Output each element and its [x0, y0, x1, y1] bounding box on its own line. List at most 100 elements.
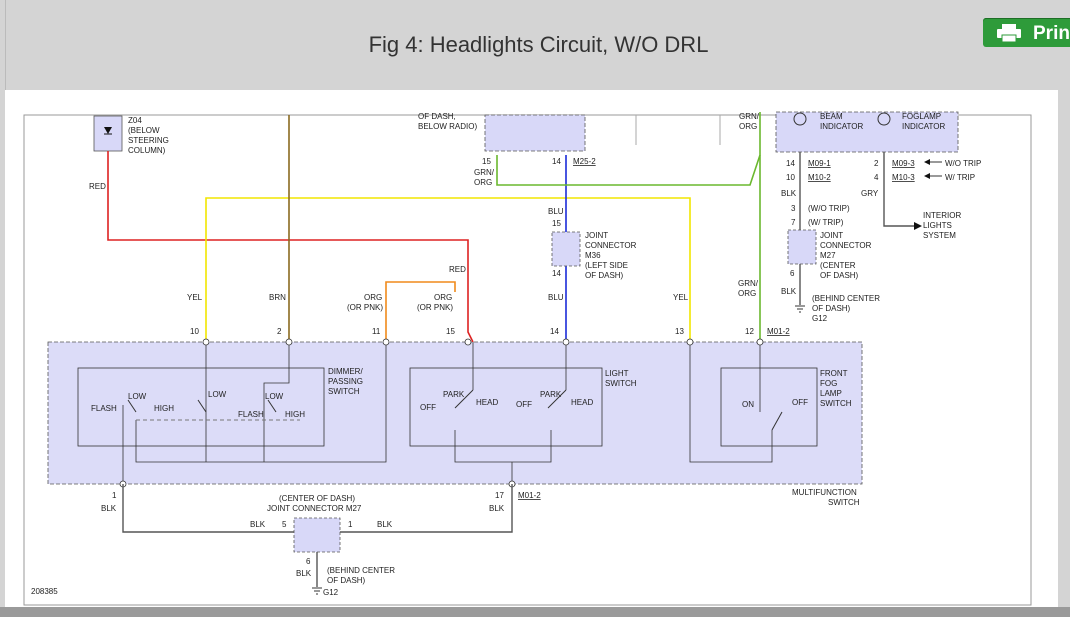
lbl-m09-1: M09-1 [808, 159, 831, 168]
lbl-g12a-loc-1: (BEHIND CENTER [812, 294, 880, 303]
lbl-blk-d: BLK [489, 504, 505, 513]
lbl-jc-m27a-3: M27 [820, 251, 836, 260]
lbl-interior-3: SYSTEM [923, 231, 956, 240]
fog-indicator-2: INDICATOR [902, 122, 945, 131]
lbl-p10-m10: 10 [786, 173, 795, 182]
light-switch-box [409, 367, 603, 447]
lbl-org-b-2: (OR PNK) [417, 303, 453, 312]
lbl-p6-a: 6 [790, 269, 795, 278]
lbl-grn-top-2: ORG [739, 122, 757, 131]
dash-radio-label: BELOW RADIO) [418, 122, 477, 131]
z04-loc-2: STEERING [128, 136, 169, 145]
lbl-fog-sw-1: FRONT [820, 369, 848, 378]
lbl-p10: 10 [190, 327, 199, 336]
lbl-p13: 13 [675, 327, 684, 336]
lbl-pin14a: 14 [552, 157, 561, 166]
lbl-dimmer-1: DIMMER/ [328, 367, 363, 376]
lbl-brn: BRN [269, 293, 286, 302]
lbl-grn-top-1: GRN/ [739, 112, 760, 121]
lbl-m09-3: M09-3 [892, 159, 915, 168]
lbl-park1: PARK [443, 390, 465, 399]
radio-component [484, 114, 586, 152]
green-wire-top [496, 112, 761, 186]
lbl-jc-m27b: JOINT CONNECTOR M27 [267, 504, 362, 513]
lbl-org-a-1: ORG [364, 293, 382, 302]
lbl-jc-m27a-5: OF DASH) [820, 271, 859, 280]
dash-top-label: OF DASH, [418, 112, 456, 121]
lbl-p5: 5 [282, 520, 287, 529]
lbl-jc-m36-3: M36 [585, 251, 601, 260]
lbl-p14-jc: 14 [552, 269, 561, 278]
print-button[interactable]: Print [983, 18, 1070, 47]
dimmer-switch-box [77, 367, 325, 447]
z04-loc-1: (BELOW [128, 126, 160, 135]
lbl-m25: M25-2 [573, 157, 596, 166]
lbl-grn-mid-1: GRN/ [474, 168, 495, 177]
lbl-fig-no: 208385 [31, 587, 58, 596]
lbl-light-sw-2: SWITCH [605, 379, 637, 388]
lbl-g12b-loc-2: OF DASH) [327, 576, 366, 585]
joint-connector-m27-bottom [293, 517, 341, 553]
lbl-multi-1: MULTIFUNCTION [792, 488, 857, 497]
lbl-off3: OFF [792, 398, 808, 407]
lbl-high1: HIGH [154, 404, 174, 413]
lbl-wo-trip: W/O TRIP [945, 159, 981, 168]
lbl-jc-m27b-loc: (CENTER OF DASH) [279, 494, 355, 503]
z04-connector [93, 115, 123, 152]
lbl-p12: 12 [745, 327, 754, 336]
lbl-g12b: G12 [323, 588, 339, 597]
lbl-flash2: FLASH [238, 410, 264, 419]
lbl-grn-low-2: ORG [738, 289, 756, 298]
lbl-light-sw-1: LIGHT [605, 369, 629, 378]
lbl-interior-2: LIGHTS [923, 221, 952, 230]
lbl-blu-b: BLU [548, 293, 564, 302]
lbl-g12b-loc-1: (BEHIND CENTER [327, 566, 395, 575]
lbl-jc-m27a-4: (CENTER [820, 261, 856, 270]
center-component [635, 115, 721, 145]
lbl-m01-2b: M01-2 [518, 491, 541, 500]
z04-loc-3: COLUMN) [128, 146, 166, 155]
lbl-wo-trip-p: (W/O TRIP) [808, 204, 850, 213]
orange-wire [385, 281, 456, 342]
lbl-p15: 15 [446, 327, 455, 336]
lbl-m01-2a: M01-2 [767, 327, 790, 336]
lbl-blk-c: BLK [101, 504, 117, 513]
beam-indicator-1: BEAM [820, 112, 843, 121]
lbl-blk-g: BLK [296, 569, 312, 578]
lbl-blk-f: BLK [377, 520, 393, 529]
lbl-p11: 11 [372, 327, 381, 336]
lbl-g12a: G12 [812, 314, 828, 323]
lbl-blk-a: BLK [781, 189, 797, 198]
lbl-p2: 2 [277, 327, 282, 336]
lbl-yel-r: YEL [673, 293, 689, 302]
lbl-p15-jc: 15 [552, 219, 561, 228]
bottom-bar [0, 607, 1070, 617]
lbl-p14: 14 [550, 327, 559, 336]
lbl-blu-a: BLU [548, 207, 564, 216]
fog-indicator-1: FOGLAMP [902, 112, 941, 121]
lbl-pin15a: 15 [482, 157, 491, 166]
lbl-p7-w: 7 [791, 218, 796, 227]
headlights-circuit-diagram: Z04 (BELOW STEERING COLUMN) OF DASH, BEL… [23, 111, 1032, 606]
print-button-label: Print [1033, 23, 1070, 44]
lbl-p1b: 1 [348, 520, 353, 529]
lbl-org-b-1: ORG [434, 293, 452, 302]
lbl-gry: GRY [861, 189, 879, 198]
lbl-p17: 17 [495, 491, 504, 500]
ground-g12-top [795, 305, 805, 313]
lbl-fog-sw-4: SWITCH [820, 399, 852, 408]
lbl-low2: LOW [208, 390, 227, 399]
lbl-head2: HEAD [571, 398, 593, 407]
lbl-grn-low-1: GRN/ [738, 279, 759, 288]
lbl-yel-l: YEL [187, 293, 203, 302]
lbl-p2-m09: 2 [874, 159, 879, 168]
lbl-multi-2: SWITCH [828, 498, 860, 507]
page-header: Fig 4: Headlights Circuit, W/O DRL [5, 0, 1070, 90]
lbl-fog-sw-3: LAMP [820, 389, 842, 398]
joint-connector-m36 [551, 231, 581, 267]
lbl-jc-m36-4: (LEFT SIDE [585, 261, 628, 270]
joint-connector-m27-top [787, 229, 817, 265]
lbl-dimmer-2: PASSING [328, 377, 363, 386]
lbl-p14-m09: 14 [786, 159, 795, 168]
ground-wire-left [122, 484, 294, 533]
